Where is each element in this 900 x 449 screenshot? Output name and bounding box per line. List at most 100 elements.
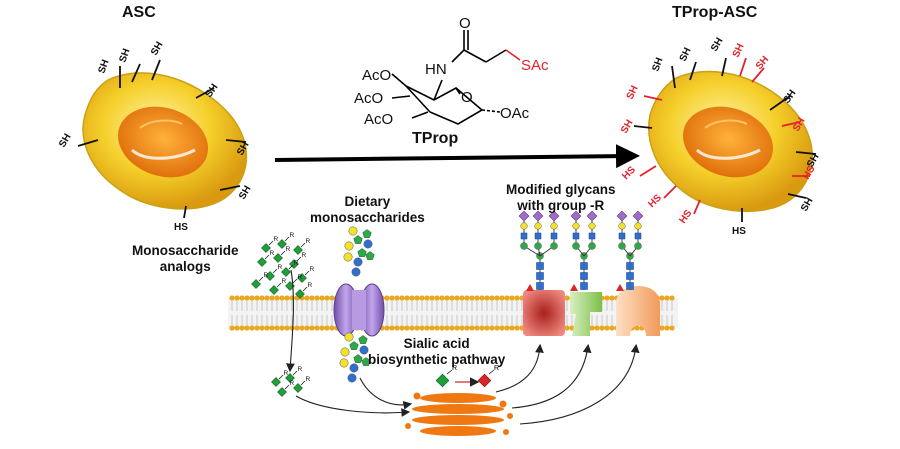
lipid-head [414,325,420,331]
mannose-circle [634,242,642,250]
asc-sh-label: SH [149,40,165,58]
lipid-head [479,325,485,331]
r-group-label: R [298,366,303,373]
analog-bond [292,370,298,376]
ring-o-label: O [461,89,473,106]
lipid-head [419,325,425,331]
asc-title: ASC [122,4,156,21]
analog-diamond [281,267,291,277]
analog-bond [292,278,298,284]
lipid-head [384,295,390,301]
lipid-head [299,325,305,331]
lipid-head [499,295,505,301]
lipid-head [489,295,495,301]
lipid-head [484,325,490,331]
glcnac-square [588,232,596,240]
hexose-circle [343,252,353,262]
fucose-triangle [570,284,578,291]
tprop-hs-label-red: HS [620,164,638,182]
lipid-head [239,325,245,331]
lipid-head [564,325,570,331]
tprop-hs-label-red: HS [677,208,694,226]
pathway-label-line1: Sialic acid [403,336,470,351]
lipid-head [564,295,570,301]
analog-diamond [293,245,303,255]
oac-right-label: OAc [500,105,530,122]
lipid-head [249,295,255,301]
lipid-head [474,325,480,331]
lipid-head [289,325,295,331]
pentagon-sugar [365,251,375,260]
lipid-head [229,295,235,301]
oac-mid-label: AcO [354,90,383,107]
modified-glycans [518,210,644,291]
glcnac-square [580,282,588,290]
r-group-label: R [286,246,291,253]
tprop-asc-cell [633,57,817,222]
glycans-label-line2: with group -R [517,197,605,213]
sialic-acid-diamond [570,210,582,222]
r-group-label: R [290,232,295,239]
sugar-modification-glyph: R R [435,365,499,388]
hexose-circle [339,358,349,368]
lipid-head [229,325,235,331]
analog-diamond [293,383,303,393]
lipid-head [384,325,390,331]
modified-glycans-label: Modified glycans with group -R [506,182,616,213]
lipid-head [469,295,475,301]
r-group-label: R [290,380,295,387]
golgi-apparatus [405,392,513,436]
analog-bond [300,380,306,386]
glcnac-square [536,262,544,270]
lipid-head [459,325,465,331]
mannose-circle [618,242,626,250]
tprop-atom-labels: O HN SAc O AcO AcO AcO OAc [354,15,549,128]
asc-cell [77,59,248,219]
dietary-monosaccharides-inside [339,332,371,383]
lipid-head [434,325,440,331]
tprop-sh-label-red: SH [625,84,641,101]
dietary-monosaccharides-outside [343,226,375,277]
analogs-label-line1: Monosaccharide [132,243,239,258]
lipid-head [509,325,515,331]
glcnac-square [618,232,626,240]
monosaccharide-analogs-outside [251,236,310,299]
lipid-head [504,295,510,301]
lipid-head [429,325,435,331]
transporter-channel [333,283,385,337]
lipid-head [454,295,460,301]
lipid-head [499,325,505,331]
analog-diamond [251,279,261,289]
cell-membrane [228,295,678,331]
lipid-head [244,295,250,301]
lipid-head [444,325,450,331]
glcnac-square [626,262,634,270]
tprop-sh-label-red: SH [754,54,771,72]
analogs-label-line2: analogs [159,258,211,274]
fucose-triangle [616,284,624,291]
lipid-head [269,295,275,301]
lipid-head [604,325,610,331]
glcnac-square [572,232,580,240]
r-group-label: R [494,365,499,372]
lipid-head [274,325,280,331]
lipid-head [439,295,445,301]
galactose-circle [520,222,528,230]
lipid-head [489,325,495,331]
glycoprotein-red [523,290,565,336]
glcnac-square [580,262,588,270]
lipid-head [259,325,265,331]
sialic-acid-diamond [548,210,560,222]
glcnac-square [550,232,558,240]
galactose-circle [550,222,558,230]
sialic-acid-diamond [518,210,530,222]
analog-diamond [295,289,305,299]
r-group-label: R [284,370,289,377]
lipid-head [304,325,310,331]
tprop-sh-label: SH [709,36,725,54]
analog-diamond [261,243,271,253]
lipid-head [404,295,410,301]
analog-bond [264,254,270,260]
hexose-circle [344,332,354,342]
